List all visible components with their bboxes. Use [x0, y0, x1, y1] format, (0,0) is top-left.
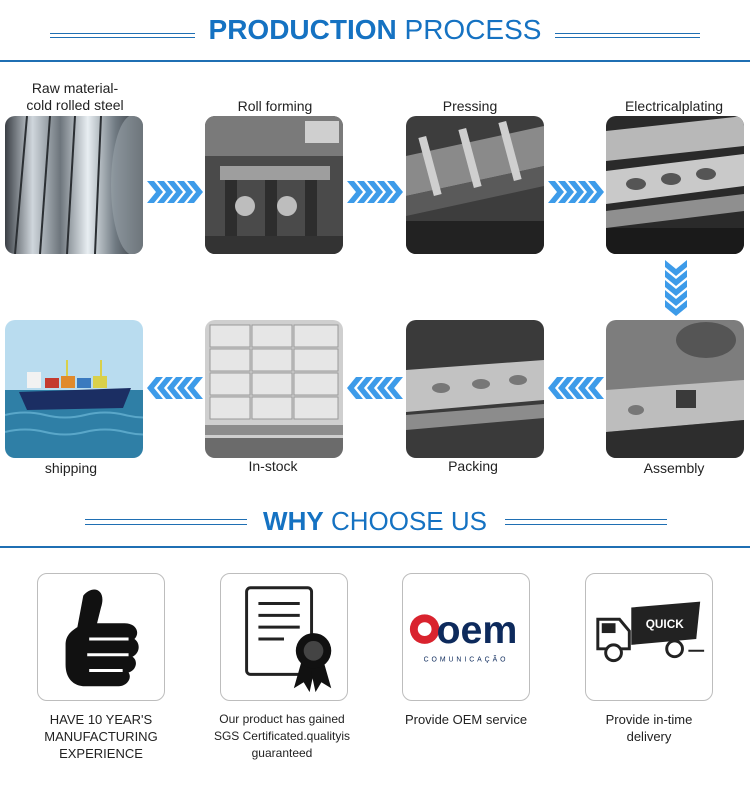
arrow-left-icon [147, 377, 203, 399]
thumbs-up-icon [65, 589, 139, 687]
feature-text-experience: HAVE 10 YEAR'S MANUFACTURING EXPERIENCE [21, 711, 181, 762]
arrow-right-icon [548, 181, 604, 203]
oem-logo-text: oem [436, 608, 517, 652]
why-rule-right [505, 519, 667, 520]
feature-text-line: Provide in-time [605, 712, 693, 727]
step-label-packing: Packing [448, 458, 498, 474]
feature-text-oem: Provide OEM service [386, 711, 546, 728]
feature-text-line: MANUFACTURING [44, 729, 158, 744]
feature-box-experience [37, 573, 165, 701]
feature-box-certificate [220, 573, 348, 701]
feature-text-delivery: Provide in-time delivery [569, 711, 729, 745]
photo-packing [406, 320, 544, 458]
assembly-hands-illustration [606, 320, 744, 458]
step-label-line: Raw material- [31, 80, 119, 96]
arrow-left-icon [548, 377, 604, 399]
certificate-icon [245, 586, 332, 693]
feature-text-line: SGS Certificated.qualityis [213, 729, 351, 743]
step-label-assembly: Assembly [643, 460, 705, 476]
feature-box-delivery: QUICK [585, 573, 713, 701]
oem-logo-subtext: COMUNICAÇÃO [424, 655, 509, 664]
step-label-shipping: shipping [44, 460, 98, 476]
feature-text-certificate: Our product has gained SGS Certificated.… [202, 711, 362, 762]
truck-quick-text: QUICK [646, 617, 684, 631]
cargo-ship-illustration [5, 320, 143, 458]
photo-pressing [406, 116, 544, 254]
header-divider-line [0, 60, 750, 62]
plated-rails-illustration [606, 116, 744, 254]
header-rule-right-2 [555, 37, 700, 38]
why-rule-left-2 [85, 524, 247, 525]
steel-coil-illustration [5, 116, 143, 254]
arrow-down-icon [665, 260, 687, 316]
why-heading-light: CHOOSE US [330, 506, 487, 536]
step-label-pressing: Pressing [442, 98, 498, 114]
stacked-cartons-illustration [205, 320, 343, 458]
arrow-right-icon [147, 181, 203, 203]
feature-text-line: guaranteed [251, 746, 313, 760]
step-label-in-stock: In-stock [248, 458, 298, 474]
header-rule-left [50, 33, 195, 34]
step-label-raw-material: Raw material- cold rolled steel [0, 80, 150, 114]
photo-roll-forming [205, 116, 343, 254]
packing-rails-illustration [406, 320, 544, 458]
photo-assembly [606, 320, 744, 458]
photo-electroplating [606, 116, 744, 254]
arrow-right-icon [347, 181, 403, 203]
why-heading: WHY CHOOSE US [0, 506, 750, 537]
production-heading-light: PROCESS [404, 14, 542, 45]
step-label-electroplating: Electricalplating [624, 98, 724, 114]
why-divider-line [0, 546, 750, 548]
oem-logo-icon: oem COMUNICAÇÃO [409, 608, 517, 664]
feature-text-line: Our product has gained [219, 712, 345, 726]
production-heading-bold: PRODUCTION [208, 14, 397, 45]
feature-text-line: Provide OEM service [404, 712, 528, 727]
why-heading-bold: WHY [263, 506, 324, 536]
production-heading: PRODUCTION PROCESS [0, 14, 750, 46]
header-rule-right [555, 33, 700, 34]
feature-text-line: delivery [626, 729, 672, 744]
step-label-roll-forming: Roll forming [237, 98, 313, 114]
photo-shipping [5, 320, 143, 458]
pressing-machine-illustration [406, 116, 544, 254]
roll-forming-machine-illustration [205, 116, 343, 254]
arrow-left-icon [347, 377, 403, 399]
why-rule-left [85, 519, 247, 520]
feature-box-oem: oem COMUNICAÇÃO [402, 573, 530, 701]
why-rule-right-2 [505, 524, 667, 525]
delivery-truck-icon: QUICK [596, 601, 705, 663]
feature-text-line: EXPERIENCE [59, 746, 143, 761]
step-label-line: cold rolled steel [26, 97, 124, 113]
feature-text-line: HAVE 10 YEAR'S [49, 712, 153, 727]
header-rule-left-2 [50, 37, 195, 38]
photo-in-stock [205, 320, 343, 458]
photo-raw-material [5, 116, 143, 254]
